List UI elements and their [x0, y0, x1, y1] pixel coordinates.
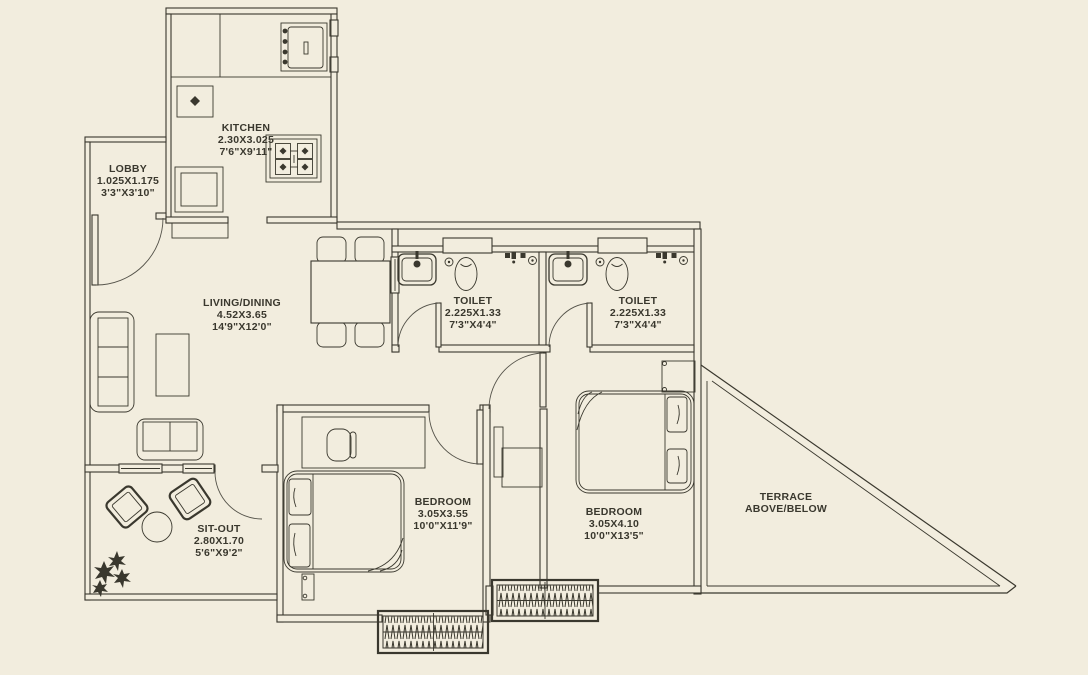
- toilet-1-fixtures: [397, 251, 537, 291]
- room-label-terrace: TERRACE ABOVE/BELOW: [745, 491, 827, 515]
- room-label-kitchen: KITCHEN 2.30X3.025 7'6"X9'11": [218, 122, 274, 158]
- room-name: TERRACE: [759, 491, 813, 503]
- sofa-three-seat: [89, 311, 135, 413]
- toilet-2-fixtures: [548, 251, 688, 291]
- room-dim-m: 3.05X4.10: [588, 518, 640, 530]
- room-label-lobby: LOBBY 1.025X1.175 3'3"X3'10": [97, 163, 159, 199]
- room-sub: ABOVE/BELOW: [744, 503, 828, 515]
- chair: [326, 428, 357, 462]
- room-name: SIT-OUT: [197, 523, 241, 535]
- bed-1: [283, 470, 405, 573]
- dining-table: [310, 260, 391, 324]
- patio-chair-2: [168, 477, 212, 521]
- kitchen-fittings: [170, 13, 332, 239]
- plant: [92, 551, 131, 597]
- bed-2: [575, 390, 695, 494]
- room-name: LIVING/DINING: [203, 297, 281, 309]
- room-label-toilet-1: TOILET 2.225X1.33 7'3"X4'4": [445, 295, 501, 331]
- terrace-outline: [700, 364, 1017, 594]
- room-dim-m: 2.225X1.33: [609, 307, 667, 319]
- room-dim-m: 3.05X3.55: [417, 508, 469, 520]
- room-dim-m: 2.30X3.025: [217, 134, 275, 146]
- doors: [91, 214, 593, 520]
- round-table: [141, 511, 173, 543]
- sofa-two-seat: [136, 418, 204, 461]
- room-dim-m: 2.80X1.70: [193, 535, 245, 547]
- room-label-sit-out: SIT-OUT 2.80X1.70 5'6"X9'2": [194, 523, 244, 559]
- stove-burners: [265, 134, 322, 183]
- room-dim-ft: 7'3"X4'4": [449, 319, 497, 331]
- planter-boxes: [376, 578, 600, 655]
- room-dim-ft: 10'0"X13'5": [584, 530, 644, 542]
- room-dim-ft: 14'9"X12'0": [212, 321, 272, 333]
- room-label-bedroom-1: BEDROOM 3.05X3.55 10'0"X11'9": [413, 496, 472, 532]
- room-label-living-dining: LIVING/DINING 4.52X3.65 14'9"X12'0": [203, 297, 281, 333]
- dressing-table: [301, 416, 426, 469]
- room-dim-m: 4.52X3.65: [216, 309, 268, 321]
- sitout-furniture: [92, 477, 212, 597]
- patio-chair-1: [105, 485, 149, 529]
- bedside-unit: [301, 573, 315, 601]
- room-dim-ft: 3'3"X3'10": [101, 187, 155, 199]
- windows: [118, 19, 400, 474]
- passage-wardrobe: [493, 426, 543, 488]
- walls: [84, 7, 702, 623]
- room-name: TOILET: [618, 295, 658, 307]
- room-label-toilet-2: TOILET 2.225X1.33 7'3"X4'4": [610, 295, 666, 331]
- room-dim-ft: 5'6"X9'2": [195, 547, 243, 559]
- room-dim-m: 1.025X1.175: [96, 175, 160, 187]
- shoe-cabinet: [171, 222, 229, 239]
- bedroom-1-furniture: [283, 416, 426, 601]
- kitchen-sink: [176, 85, 214, 118]
- dining-set: [310, 236, 391, 348]
- room-dim-ft: 7'6"X9'11": [219, 146, 273, 158]
- room-name: BEDROOM: [585, 506, 643, 518]
- room-name: BEDROOM: [414, 496, 472, 508]
- room-name: TOILET: [453, 295, 493, 307]
- room-dim-ft: 7'3"X4'4": [614, 319, 662, 331]
- side-table: [661, 360, 696, 393]
- living-furniture: [89, 311, 204, 461]
- room-label-bedroom-2: BEDROOM 3.05X4.10 10'0"X13'5": [584, 506, 644, 542]
- refrigerator: [280, 22, 328, 72]
- room-name: KITCHEN: [221, 122, 271, 134]
- room-name: LOBBY: [109, 163, 147, 175]
- bedroom-2-furniture: [493, 360, 696, 494]
- coffee-table: [155, 333, 190, 397]
- room-dim-ft: 10'0"X11'9": [413, 520, 473, 532]
- room-dim-m: 2.225X1.33: [444, 307, 502, 319]
- kitchen-platform: [174, 166, 224, 213]
